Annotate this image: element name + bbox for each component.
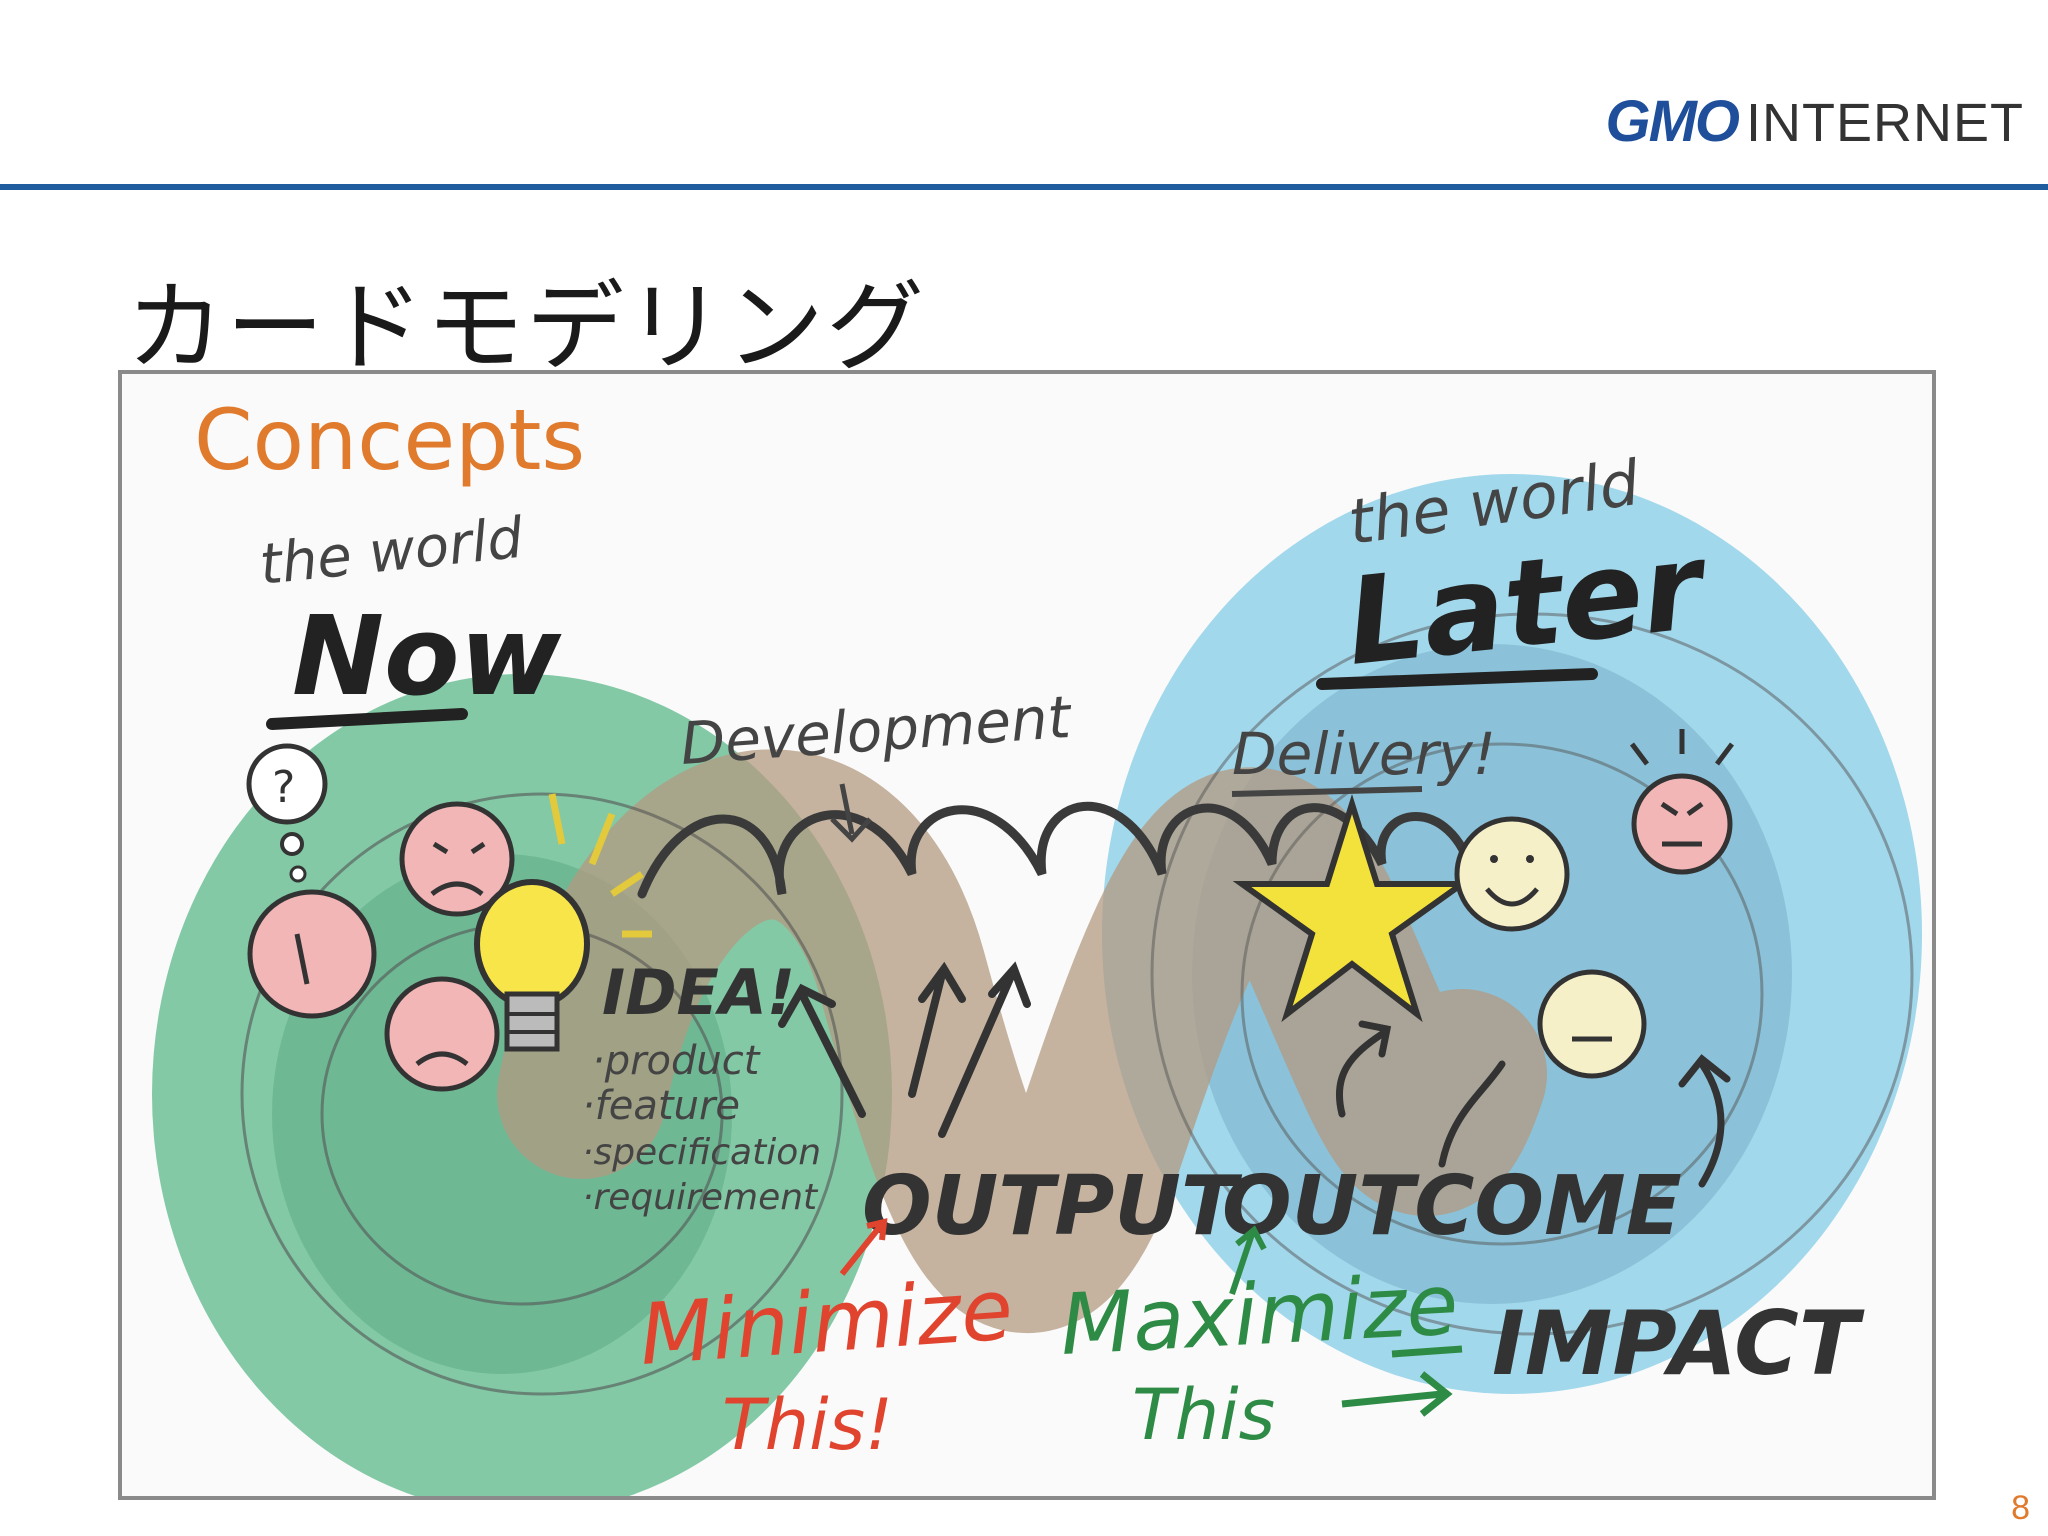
idea-item-requirement: ·requirement (582, 1177, 819, 1218)
minimize-sub-label: This! (722, 1384, 893, 1466)
impact-label: IMPACT (1492, 1292, 1865, 1395)
sad-face (399, 801, 515, 917)
header-divider (0, 184, 2048, 190)
impact-arrow (1678, 1054, 1731, 1188)
delivery-star-icon (1232, 793, 1472, 1023)
neutral-sad-face (247, 889, 377, 1019)
outcome-arrows (1335, 1020, 1506, 1168)
illustration-heading: Concepts (194, 391, 585, 489)
thought-bubble-dot-large (280, 832, 304, 856)
later-ring-inner (1240, 742, 1764, 1246)
later-ring-outer (1150, 612, 1914, 1336)
output-label: OUTPUT (862, 1159, 1243, 1254)
angry-face (1630, 729, 1734, 875)
world-now-underline (266, 708, 468, 730)
page-number: 8 (2011, 1489, 2030, 1527)
world-now-label: Now (292, 592, 562, 720)
idea-item-specification: ·specification (582, 1132, 821, 1173)
content-face (1537, 969, 1647, 1079)
logo-company: INTERNET (1746, 93, 2024, 153)
world-now-prefix: the world (257, 506, 527, 598)
concepts-illustration-frame: Concepts the world Now the world Later D… (118, 370, 1936, 1500)
maximize-sub-label: This (1132, 1374, 1275, 1456)
world-later-underline (1316, 668, 1598, 690)
maximize-arrow (1229, 1225, 1267, 1295)
delivery-underline (1231, 786, 1423, 797)
question-mark: ? (272, 762, 295, 813)
outcome-label: OUTCOME (1222, 1159, 1682, 1254)
output-arrows (778, 961, 1031, 1138)
gmo-internet-logo: GMO INTERNET (1605, 88, 2024, 155)
delivery-label: Delivery! (1232, 720, 1496, 788)
world-later-circle (1102, 474, 1922, 1394)
thought-bubble (246, 743, 328, 825)
idea-item-feature: ·feature (582, 1083, 740, 1129)
now-ring-outer (240, 792, 844, 1396)
happy-face (1454, 816, 1570, 932)
minimize-arrow (839, 1218, 888, 1276)
concepts-illustration: Concepts the world Now the world Later D… (152, 391, 1922, 1496)
idea-lightbulb-icon (474, 793, 652, 1052)
logo-brand: GMO (1605, 89, 1740, 154)
idea-item-product: ·product (592, 1038, 761, 1084)
idea-label: IDEA! (602, 956, 795, 1029)
maximize-to-impact-arrow (1341, 1345, 1463, 1417)
slide-title: カードモデリング (126, 271, 927, 385)
thought-bubble-dot-small (289, 865, 307, 883)
development-label: Development (678, 683, 1074, 778)
development-arrow (830, 783, 872, 843)
frowning-face (384, 976, 500, 1092)
